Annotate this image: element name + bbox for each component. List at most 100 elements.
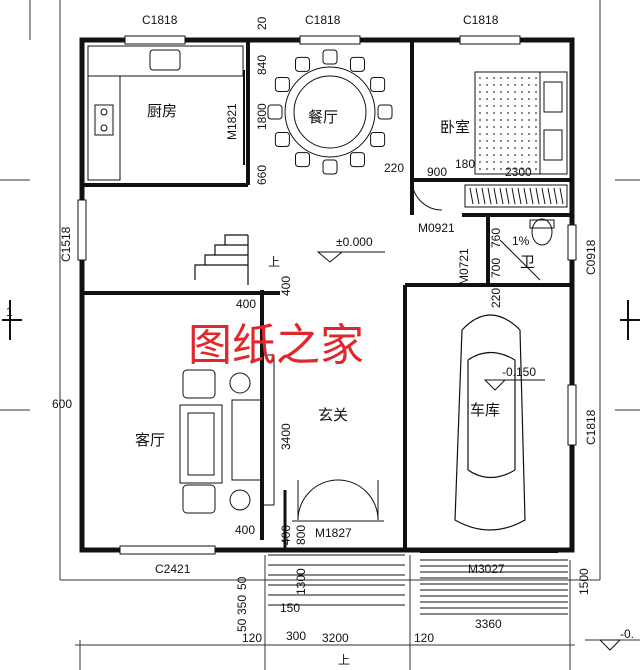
bed-dot	[507, 133, 509, 135]
door-kitchen: M1821	[225, 103, 239, 140]
dining-chairs	[267, 49, 393, 175]
bed-dot	[528, 140, 530, 142]
bath-fixtures	[499, 218, 555, 281]
entry-door-swing	[292, 479, 384, 522]
bed-dot	[528, 168, 530, 170]
bed-dot	[493, 91, 495, 93]
bed-pattern	[479, 77, 537, 170]
stair-up-label: 上	[268, 255, 280, 269]
dim-700: 700	[489, 258, 503, 278]
level-edge: -0.	[620, 627, 634, 641]
bed-dot	[535, 112, 537, 114]
dining-table	[284, 66, 376, 158]
bed-dot	[500, 126, 502, 128]
bed-dot	[500, 98, 502, 100]
bed-dot	[479, 126, 481, 128]
dim-220-top: 220	[384, 161, 404, 175]
bed-dot	[493, 119, 495, 121]
dim-150: 150	[280, 601, 300, 615]
bed-dot	[514, 154, 516, 156]
bed-dot	[486, 133, 488, 135]
dim-400-d: 400	[279, 525, 293, 545]
bed-dot	[486, 154, 488, 156]
bed-dot	[486, 105, 488, 107]
window-top-right: C1818	[463, 13, 499, 27]
bed-dot	[507, 168, 509, 170]
bed-dot	[486, 147, 488, 149]
bed-dot	[486, 168, 488, 170]
bed-dot	[479, 91, 481, 93]
bed-dot	[521, 77, 523, 79]
bed-dot	[507, 161, 509, 163]
bed-dot	[528, 161, 530, 163]
bed-dot	[535, 140, 537, 142]
bed-dot	[500, 154, 502, 156]
dim-2300: 2300	[505, 165, 532, 179]
dim-3360: 3360	[475, 617, 502, 631]
bed-dot	[479, 168, 481, 170]
bed-dot	[493, 161, 495, 163]
dim-1800: 1800	[255, 103, 269, 130]
bed-dot	[486, 91, 488, 93]
dim-220-bath: 220	[489, 288, 503, 308]
bed-dot	[479, 98, 481, 100]
bed-dot	[507, 140, 509, 142]
hanger	[535, 187, 540, 205]
bed-dot	[486, 84, 488, 86]
bed-dot	[486, 98, 488, 100]
bed-dot	[500, 133, 502, 135]
bed-dot	[507, 147, 509, 149]
bed-dot	[500, 147, 502, 149]
window-bottom: C2421	[155, 562, 191, 576]
wardrobe-hangers	[469, 187, 564, 205]
bed-dot	[528, 105, 530, 107]
bed-dot	[528, 91, 530, 93]
bed-dot	[514, 133, 516, 135]
bed-dot	[479, 147, 481, 149]
bed-dot	[493, 140, 495, 142]
bed-dot	[500, 105, 502, 107]
slope-label: 1%	[512, 234, 530, 248]
dim-1300: 1300	[294, 568, 308, 595]
bed-dot	[521, 161, 523, 163]
watermark: 图纸之家	[188, 320, 364, 371]
bed-dot	[535, 84, 537, 86]
bed-dot	[535, 168, 537, 170]
bed-dot	[493, 126, 495, 128]
hanger	[469, 187, 474, 205]
hanger	[493, 187, 498, 205]
dining-chair	[267, 104, 283, 120]
dim-3400: 3400	[279, 423, 293, 450]
bed-dot	[514, 140, 516, 142]
bed-dot	[514, 112, 516, 114]
kitchen-counter	[87, 45, 244, 181]
bed-dot	[528, 119, 530, 121]
dim-900: 900	[427, 165, 447, 179]
dim-180: 180	[455, 157, 475, 171]
bed-dot	[514, 126, 516, 128]
bed-dot	[493, 105, 495, 107]
hanger	[517, 187, 522, 205]
dining-chair	[295, 152, 310, 168]
dining-chair	[322, 159, 338, 175]
bed-dot	[479, 119, 481, 121]
bed-dot	[507, 112, 509, 114]
dim-400-a: 400	[236, 297, 256, 311]
dim-300: 300	[286, 629, 306, 643]
bed-dot	[486, 140, 488, 142]
bed-dot	[521, 168, 523, 170]
room-bath: 卫	[520, 254, 535, 271]
bed-dot	[486, 119, 488, 121]
bed-dot	[500, 161, 502, 163]
dim-350: 350	[235, 595, 249, 615]
dim-1500: 1500	[577, 568, 591, 595]
bed-dot	[479, 154, 481, 156]
bed-dot	[507, 154, 509, 156]
bed-dot	[521, 154, 523, 156]
bed-dot	[507, 105, 509, 107]
level-markers	[316, 251, 622, 651]
bed-dot	[521, 91, 523, 93]
bed-dot	[521, 126, 523, 128]
window-right-garage: C1818	[584, 409, 598, 445]
bed-dot	[479, 161, 481, 163]
